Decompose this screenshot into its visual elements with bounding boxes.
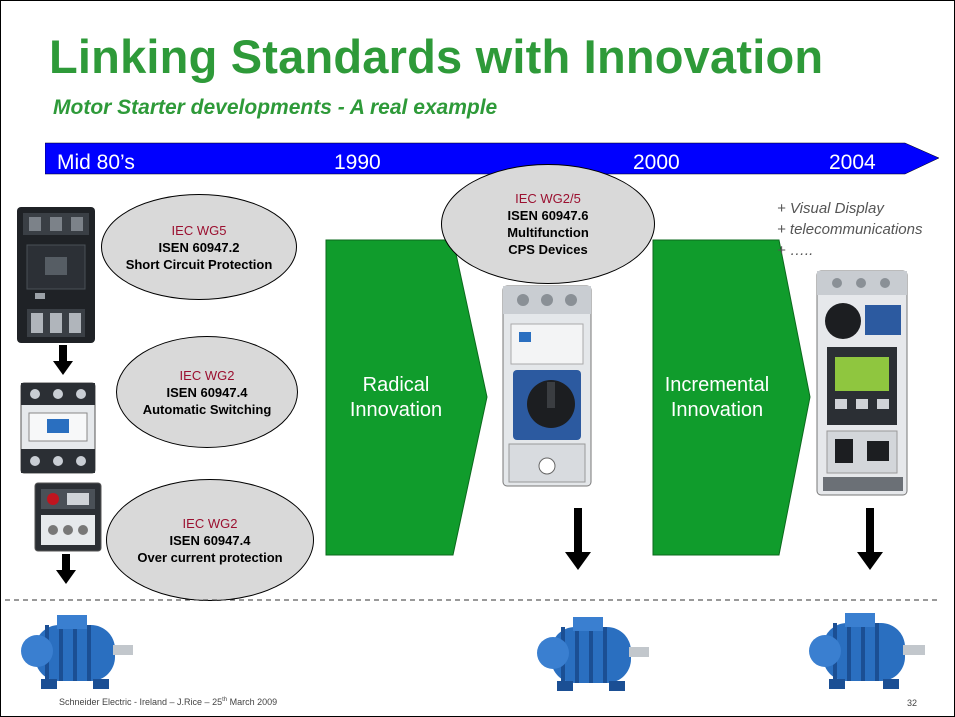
page-number: 32 [907, 698, 918, 708]
standard-ellipse-short-circuit: IEC WG5 ISEN 60947.2 Short Circuit Prote… [101, 194, 297, 300]
standard-ellipse-over-current: IEC WG2 ISEN 60947.4 Over current protec… [106, 479, 314, 601]
standard-description-line2: CPS Devices [508, 242, 588, 257]
standard-description: Over current protection [137, 549, 283, 565]
features-list: + Visual Display + telecommunications + … [777, 198, 923, 261]
timeline-label-mid80s: Mid 80’s [57, 151, 135, 174]
standard-number: ISEN 60947.6 [507, 208, 589, 223]
feature-item: + Visual Display [777, 200, 884, 217]
down-arrow-icon [56, 554, 76, 584]
dashed-separator [5, 599, 941, 601]
overload-relay-icon [34, 482, 102, 552]
standard-description-line1: Multifunction [507, 225, 589, 240]
timeline-label-1990: 1990 [334, 151, 381, 174]
standard-ellipse-cps-devices: IEC WG2/5 ISEN 60947.6 Multifunction CPS… [441, 164, 655, 284]
down-arrow-icon [565, 508, 591, 570]
standard-ellipse-automatic-switching: IEC WG2 ISEN 60947.4 Automatic Switching [116, 336, 298, 448]
feature-item: + telecommunications [777, 221, 923, 238]
standard-number: ISEN 60947.4 [166, 384, 248, 400]
radical-innovation-label: Radical Innovation [349, 374, 443, 421]
slide-subtitle: Motor Starter developments - A real exam… [53, 96, 498, 119]
radical-innovation-arrow [325, 239, 488, 556]
motor-icon [809, 613, 925, 689]
incremental-innovation-label: Incremental Innovation [664, 374, 770, 421]
standard-description: Short Circuit Protection [125, 256, 273, 272]
iec-group-label: IEC WG2/5 [515, 191, 581, 206]
slide-title: Linking Standards with Innovation [49, 30, 824, 83]
iec-group-label: IEC WG2 [179, 367, 235, 383]
motor-icon [537, 617, 649, 691]
standard-number: ISEN 60947.4 [169, 532, 251, 548]
down-arrow-icon [53, 345, 73, 375]
incremental-innovation-arrow [652, 239, 811, 556]
timeline-arrow [45, 142, 940, 175]
iec-group-label: IEC WG5 [171, 222, 227, 238]
standard-description: Automatic Switching [142, 401, 272, 417]
motor-icon [21, 615, 133, 689]
footer-text: Schneider Electric - Ireland – J.Rice – … [59, 697, 278, 707]
timeline-label-2000: 2000 [633, 151, 680, 174]
circuit-breaker-icon [17, 207, 95, 343]
iec-group-label: IEC WG2 [182, 515, 238, 531]
feature-item: + ….. [777, 242, 814, 259]
smart-starter-icon [816, 270, 908, 496]
contactor-icon [20, 382, 96, 474]
timeline-label-2004: 2004 [829, 151, 876, 174]
motor-starter-icon [502, 285, 592, 487]
standard-number: ISEN 60947.2 [158, 239, 240, 255]
down-arrow-icon [857, 508, 883, 570]
